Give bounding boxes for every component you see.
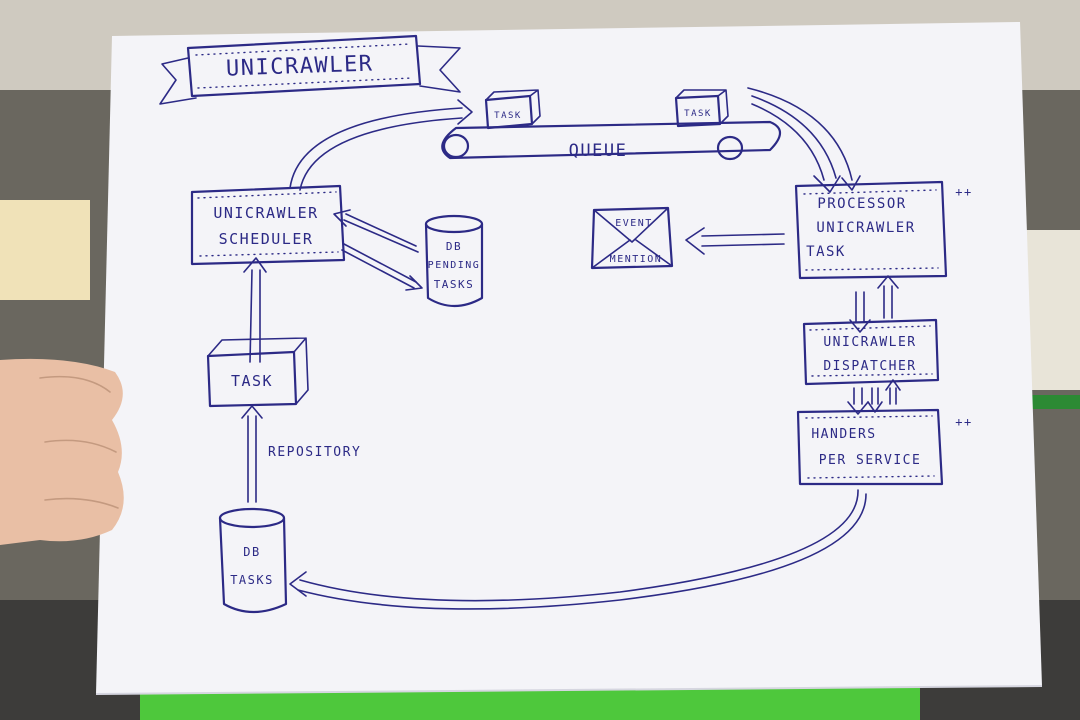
db-pending-line3: TASKS <box>434 278 475 291</box>
title-banner: UNICRAWLER <box>159 34 461 105</box>
event-line1: EVENT <box>615 218 653 229</box>
queue-task-box-1: TASK <box>484 89 541 130</box>
scheduler-box: UNICRAWLER SCHEDULER <box>190 184 346 266</box>
diagram-title: UNICRAWLER <box>226 51 374 81</box>
window-light-left <box>0 200 90 300</box>
db-tasks-line2: TASKS <box>230 573 274 587</box>
queue-to-processor-arrow <box>747 87 861 193</box>
event-envelope: EVENT MENTION <box>590 206 674 270</box>
handlers-line1: HANDERS <box>811 427 876 442</box>
processor-line2: UNICRAWLER <box>816 220 915 236</box>
scheduler-label-line1: UNICRAWLER <box>213 204 318 222</box>
handlers-box: HANDERS PER SERVICE ++ <box>796 408 972 486</box>
task-to-scheduler-arrow <box>243 257 267 363</box>
queue-conveyor: QUEUE TASK TASK <box>441 89 782 161</box>
processor-line1: PROCESSOR <box>817 196 906 212</box>
green-shelf <box>1030 395 1080 409</box>
dbtasks-to-task-arrow <box>241 405 263 503</box>
processor-dispatcher-arrows <box>849 275 899 333</box>
scheduler-label-line2: SCHEDULER <box>219 230 314 248</box>
db-tasks-line1: DB <box>243 545 260 559</box>
processor-marker: ++ <box>955 185 972 199</box>
db-pending-cylinder: DB PENDING TASKS <box>424 214 484 308</box>
task-box-label: TASK <box>231 372 273 390</box>
paper-edge <box>95 685 1043 695</box>
paper-sheet <box>96 22 1042 694</box>
hand <box>0 358 124 545</box>
handlers-marker: ++ <box>955 415 972 429</box>
processor-to-event-arrow <box>685 227 785 255</box>
dispatcher-box: UNICRAWLER DISPATCHER <box>802 318 940 386</box>
db-pending-line2: PENDING <box>428 260 481 271</box>
processor-line3: TASK <box>806 244 846 260</box>
scheduler-to-queue-arrow <box>289 99 473 191</box>
handlers-to-dbtasks-arrow <box>289 489 867 610</box>
db-tasks-cylinder: DB TASKS <box>218 507 288 614</box>
handlers-line2: PER SERVICE <box>819 453 922 468</box>
dispatcher-line1: UNICRAWLER <box>823 335 916 350</box>
queue-task-label-1: TASK <box>494 111 522 121</box>
queue-task-label-2: TASK <box>684 109 712 119</box>
processor-box: PROCESSOR UNICRAWLER TASK ++ <box>794 180 972 280</box>
task-box: TASK <box>206 337 309 408</box>
dispatcher-line2: DISPATCHER <box>823 359 916 374</box>
queue-task-box-2: TASK <box>674 89 729 128</box>
queue-label: QUEUE <box>569 141 628 161</box>
repository-label: REPOSITORY <box>268 445 361 460</box>
db-pending-line1: DB <box>446 240 462 253</box>
event-line2: MENTION <box>610 254 663 265</box>
scheduler-db-arrows <box>333 209 423 291</box>
